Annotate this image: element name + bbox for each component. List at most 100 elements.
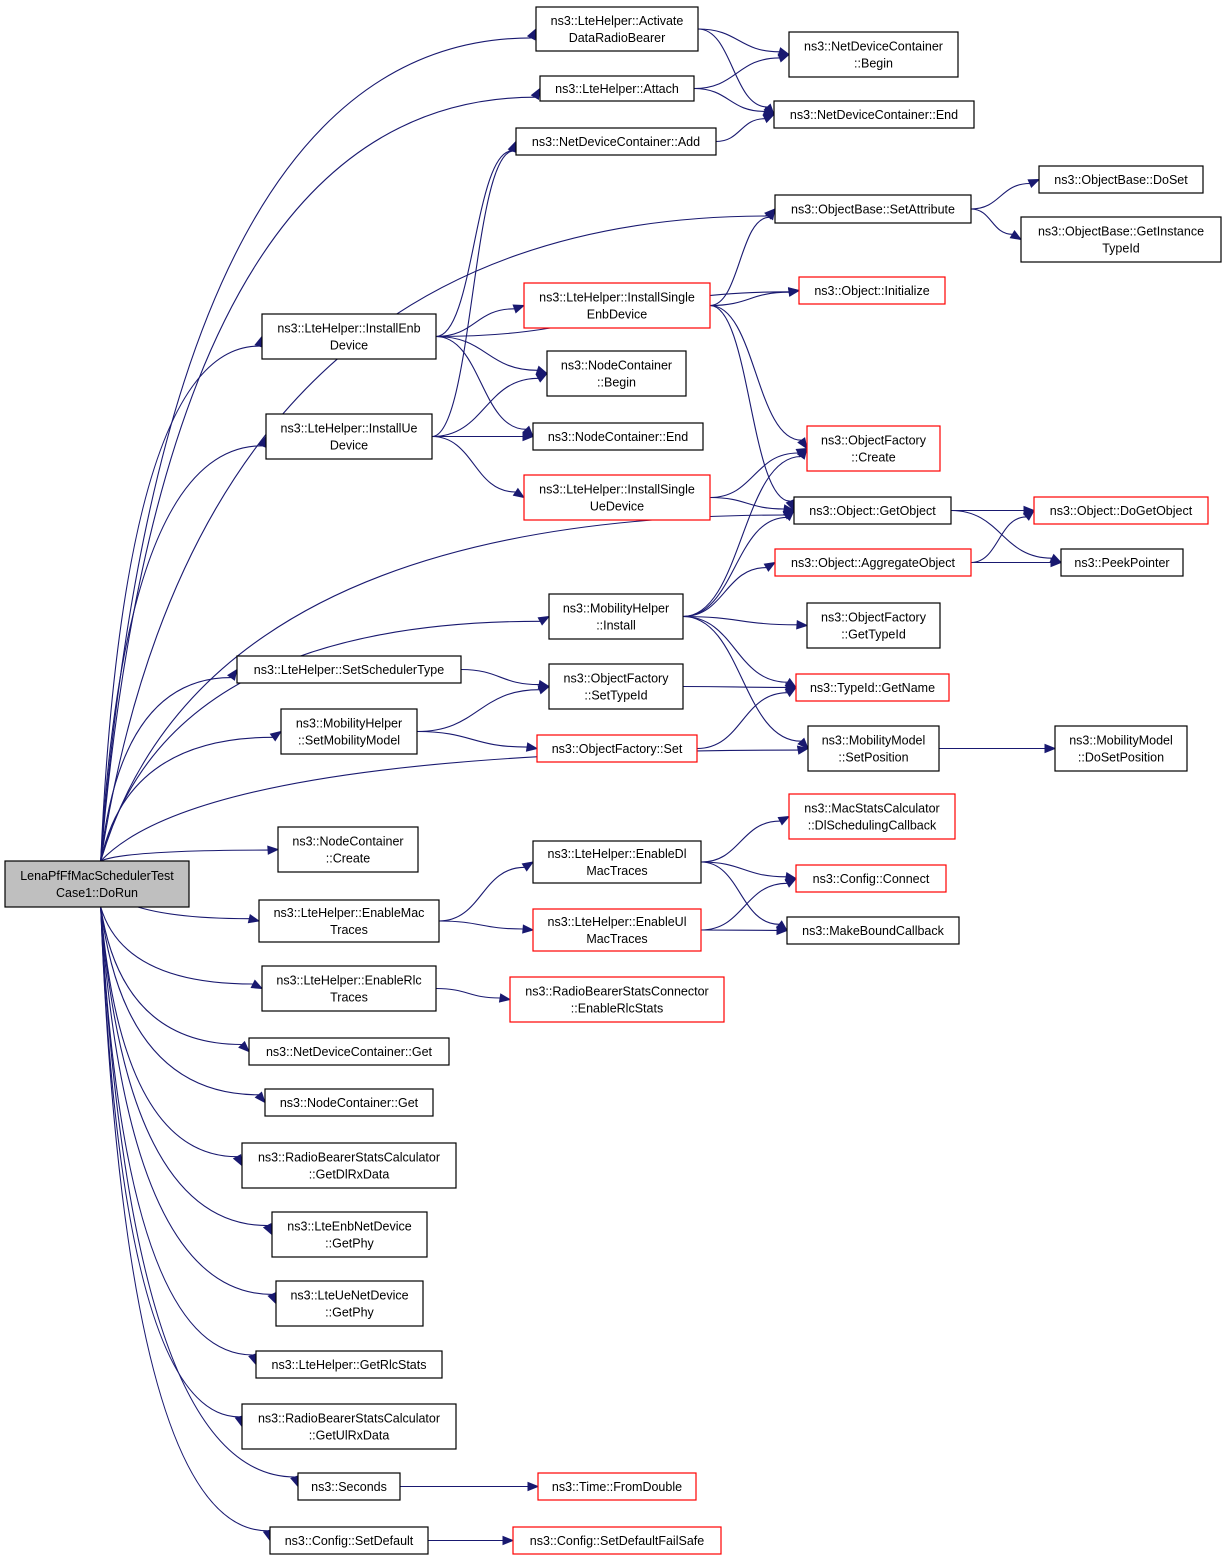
edge-mob_setmodel-to-of_settypeid: [416, 685, 551, 733]
node-ndc-get[interactable]: ns3::NetDeviceContainer::Get: [248, 1037, 450, 1066]
node-ob-doset[interactable]: ns3::ObjectBase::DoSet: [1038, 165, 1204, 194]
node-label-line: ::Begin: [854, 57, 893, 71]
node-mob-install[interactable]: ns3::MobilityHelper::Install: [548, 593, 684, 640]
arrowhead: [783, 509, 795, 522]
node-label-line: ns3::NodeContainer::End: [548, 430, 688, 444]
node-nc-get[interactable]: ns3::NodeContainer::Get: [264, 1088, 434, 1117]
node-mm-dosetpos[interactable]: ns3::MobilityModel::DoSetPosition: [1054, 725, 1188, 772]
node-obj-getobj[interactable]: ns3::Object::GetObject: [793, 496, 952, 525]
node-label-line: ns3::LteHelper::SetSchedulerType: [254, 663, 444, 677]
node-label-line: ns3::LteHelper::EnableMac: [274, 906, 425, 920]
edge-ob_setattr-to-ob_doset: [970, 178, 1041, 210]
node-of-settypeid[interactable]: ns3::ObjectFactory::SetTypeId: [548, 663, 684, 710]
node-box: [277, 826, 419, 873]
node-ue-getphy[interactable]: ns3::LteUeNetDevice::GetPhy: [275, 1280, 424, 1327]
node-label-line: ::DoSetPosition: [1078, 751, 1164, 765]
node-rbsc-enable[interactable]: ns3::RadioBearerStatsConnector::EnableRl…: [509, 976, 725, 1023]
node-box: [269, 1526, 429, 1555]
edge-line: [682, 685, 787, 688]
node-nc-begin[interactable]: ns3::NodeContainer::Begin: [546, 350, 687, 397]
edge-line: [696, 692, 788, 750]
arrowhead: [1027, 178, 1041, 188]
edge-mob_install-to-mm_setpos: [682, 615, 809, 750]
node-obj-aggr[interactable]: ns3::Object::AggregateObject: [774, 548, 972, 577]
node-ob-setattr[interactable]: ns3::ObjectBase::SetAttribute: [774, 194, 972, 224]
node-ndc-add[interactable]: ns3::NetDeviceContainer::Add: [515, 127, 717, 156]
node-of-create[interactable]: ns3::ObjectFactory::Create: [806, 425, 941, 472]
node-nc-end[interactable]: ns3::NodeContainer::End: [532, 422, 704, 451]
node-enb-getphy[interactable]: ns3::LteEnbNetDevice::GetPhy: [271, 1211, 428, 1258]
edge-line: [700, 882, 788, 931]
node-box: [788, 793, 956, 840]
node-msc-dl[interactable]: ns3::MacStatsCalculator::DlSchedulingCal…: [788, 793, 956, 840]
node-attach[interactable]: ns3::LteHelper::Attach: [539, 75, 695, 102]
node-label-line: UeDevice: [590, 500, 644, 514]
edge-line: [709, 452, 799, 499]
node-box: [795, 864, 947, 893]
node-seconds[interactable]: ns3::Seconds: [297, 1472, 401, 1501]
edge-root-to-rbsc_dl: [100, 906, 243, 1167]
edge-inst_single_enb-to-obj_getobj: [709, 304, 795, 512]
node-typeid-getname[interactable]: ns3::TypeId::GetName: [795, 673, 950, 702]
node-rbsc-ul[interactable]: ns3::RadioBearerStatsCalculator::GetUlRx…: [241, 1403, 457, 1450]
node-label-line: ns3::NetDeviceContainer::Add: [532, 135, 700, 149]
node-of-gettypeid[interactable]: ns3::ObjectFactory::GetTypeId: [806, 602, 941, 649]
node-label-line: ns3::Object::Initialize: [814, 284, 929, 298]
arrowhead: [232, 1154, 243, 1167]
node-get-rlc[interactable]: ns3::LteHelper::GetRlcStats: [255, 1350, 443, 1379]
node-box: [509, 976, 725, 1023]
node-peek[interactable]: ns3::PeekPointer: [1060, 548, 1184, 577]
edge-line: [697, 28, 780, 53]
node-label-line: ns3::ObjectFactory::Set: [552, 742, 683, 756]
node-label-line: MacTraces: [586, 932, 647, 946]
node-rbsc-dl[interactable]: ns3::RadioBearerStatsCalculator::GetDlRx…: [241, 1142, 457, 1189]
node-box: [536, 734, 698, 763]
node-cfg-setdefault[interactable]: ns3::Config::SetDefault: [269, 1526, 429, 1555]
node-nc-create[interactable]: ns3::NodeContainer::Create: [277, 826, 419, 873]
arrowhead: [796, 620, 809, 630]
arrowhead: [535, 372, 549, 383]
edge-root-to-en_rlc: [100, 906, 264, 990]
node-mm-setpos[interactable]: ns3::MobilityModel::SetPosition: [807, 725, 940, 772]
node-label-line: MacTraces: [586, 864, 647, 878]
node-box: [795, 673, 950, 702]
edge-mob_install-to-obj_getobj: [682, 509, 795, 618]
arrowhead: [522, 924, 535, 934]
node-make-bound[interactable]: ns3::MakeBoundCallback: [786, 916, 960, 945]
node-label-line: ::Create: [851, 451, 896, 465]
edge-of_settypeid-to-typeid_getname: [682, 682, 798, 693]
node-box: [532, 840, 702, 884]
node-ndc-end[interactable]: ns3::NetDeviceContainer::End: [773, 100, 975, 129]
node-label-line: ns3::Config::SetDefaultFailSafe: [530, 1534, 704, 1548]
edge-en_ul_mac-to-cfg_connect: [700, 877, 798, 931]
edge-line: [435, 308, 515, 338]
node-label-line: Case1::DoRun: [56, 886, 138, 900]
node-set-sched[interactable]: ns3::LteHelper::SetSchedulerType: [236, 655, 462, 684]
node-mob-setmodel[interactable]: ns3::MobilityHelper::SetMobilityModel: [280, 708, 418, 755]
node-of-set[interactable]: ns3::ObjectFactory::Set: [536, 734, 698, 763]
edge-en_ul_mac-to-make_bound: [700, 925, 789, 936]
node-label-line: ::GetTypeId: [841, 628, 906, 642]
node-ndc-begin[interactable]: ns3::NetDeviceContainer::Begin: [788, 31, 959, 78]
node-cfg-setdefaultfs[interactable]: ns3::Config::SetDefaultFailSafe: [512, 1526, 722, 1555]
node-obj-init[interactable]: ns3::Object::Initialize: [798, 276, 946, 305]
node-obj-dogetobj[interactable]: ns3::Object::DoGetObject: [1033, 496, 1209, 525]
edge-inst_enb-to-inst_single_enb: [435, 304, 526, 338]
node-cfg-connect[interactable]: ns3::Config::Connect: [795, 864, 947, 893]
node-time-fromdouble[interactable]: ns3::Time::FromDouble: [537, 1472, 697, 1501]
edge-activate-to-ndc_begin: [697, 28, 791, 57]
arrowhead: [522, 431, 535, 442]
arrowhead: [269, 730, 283, 742]
edge-line: [709, 291, 790, 307]
